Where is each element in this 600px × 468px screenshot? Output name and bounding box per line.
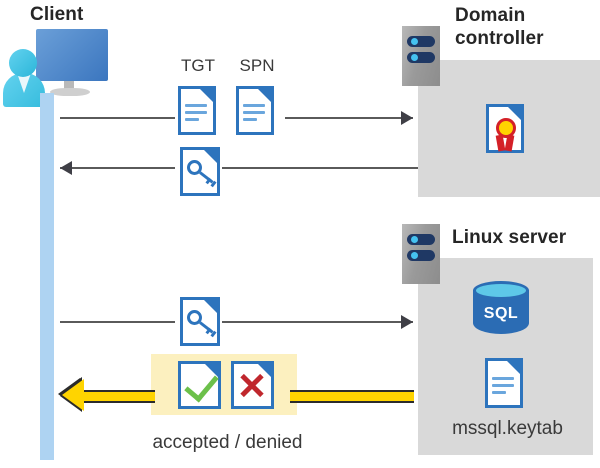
- spn-document-icon: [236, 86, 274, 135]
- user-collar-icon: [17, 73, 31, 93]
- accepted-denied-label: accepted / denied: [152, 432, 303, 453]
- domain-controller-rack-icon: [402, 26, 440, 86]
- tgt-label: TGT: [181, 56, 215, 75]
- request2-line-right: [222, 321, 413, 323]
- response-arrow-right: [290, 390, 414, 403]
- sql-database-label: SQL: [483, 305, 519, 322]
- reply1-line-right: [222, 167, 418, 169]
- tgt-document-icon: [178, 86, 216, 135]
- keytab-filename-label: mssql.keytab: [452, 418, 563, 439]
- linux-server-rack-icon: [402, 224, 440, 284]
- monitor-screen-icon: [36, 29, 108, 81]
- client-lifeline: [40, 93, 54, 460]
- client-title: Client: [30, 4, 84, 25]
- response-arrowhead: [62, 379, 84, 411]
- request2-arrowhead: [401, 315, 413, 329]
- domain-controller-title: Domain controller: [455, 4, 600, 50]
- domain-controller-title-line2: controller: [455, 28, 544, 49]
- request1-line-right: [285, 117, 413, 119]
- accepted-document-icon: [178, 361, 221, 409]
- denied-document-icon: [231, 361, 274, 409]
- response-arrow-left: [80, 390, 155, 403]
- response-highlight-box: [151, 354, 297, 415]
- linux-server-title: Linux server: [452, 227, 567, 248]
- request1-line-left: [60, 117, 175, 119]
- spn-label: SPN: [239, 56, 275, 75]
- certificate-document-icon: [486, 104, 524, 153]
- domain-controller-title-line1: Domain: [455, 5, 526, 26]
- sql-database-icon: SQL: [473, 281, 529, 343]
- monitor-stand-icon: [64, 81, 74, 91]
- reply1-line-left: [60, 167, 175, 169]
- request2-line-left: [60, 321, 175, 323]
- user-head-icon: [9, 49, 37, 77]
- reply1-arrowhead: [60, 161, 72, 175]
- keytab-document-icon: [485, 358, 523, 408]
- request-key-document-icon: [180, 297, 220, 346]
- request1-arrowhead: [401, 111, 413, 125]
- reply-key-document-icon: [180, 147, 220, 196]
- monitor-base-icon: [50, 88, 90, 96]
